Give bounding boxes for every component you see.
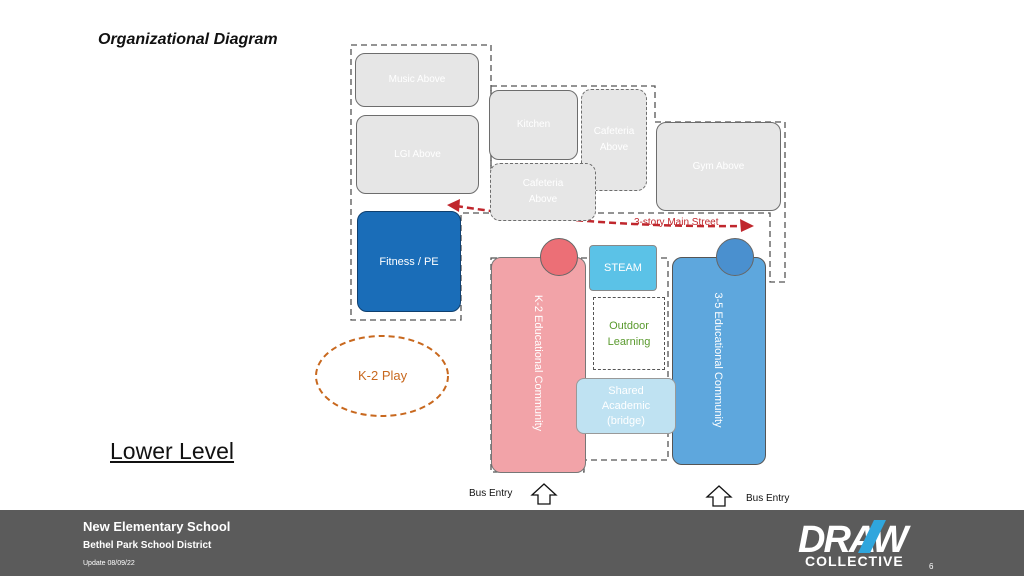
footer-bar [0,510,1024,576]
room-gym-label: Gym Above [692,160,745,172]
room-music-label: Music Above [388,74,446,85]
g35-community-label: 3-5 Educational Community [712,292,724,428]
k2-circle [540,238,578,276]
room-cafeteria-lower[interactable]: Cafeteria Above [490,163,596,221]
level-label: Lower Level [110,438,235,464]
main-street-arrowhead-left [447,199,460,212]
bus-entry-right-label: Bus Entry [746,493,790,504]
room-music[interactable]: Music Above [355,53,479,107]
room-kitchen[interactable]: Kitchen [489,90,578,160]
room-cafeteria-right-label: Cafeteria Above [593,126,635,153]
bus-entry-left-arrow [530,483,558,505]
room-lgi[interactable]: LGI Above [356,115,479,194]
k2-play-label: K-2 Play [358,368,408,383]
draw-logo-accent [858,520,886,553]
g35-circle [716,238,754,276]
footer-update-date: Update 08/09/22 [83,560,135,567]
draw-logo: DRAW [798,519,912,556]
bus-entry-right-arrow [705,485,733,507]
room-gym[interactable]: Gym Above [656,122,781,211]
main-street-label: 3-story Main Street [634,217,719,228]
draw-logo-wordmark: DRAW [798,519,911,556]
room-outdoor-label: Outdoor Learning [607,319,651,348]
outline-west-wing [350,44,492,321]
footer-school-name: New Elementary School [83,519,231,534]
room-shared-academic-label: Shared Academic (bridge) [601,384,651,427]
room-fitness-label: Fitness / PE [379,255,439,268]
bus-entry-left-label: Bus Entry [469,488,513,499]
room-kitchen-label: Kitchen [516,119,551,130]
k2-community[interactable] [491,257,586,473]
k2-play-area [315,335,449,417]
room-outdoor[interactable]: Outdoor Learning [593,297,665,370]
k2-community-label: K-2 Educational Community [532,294,544,432]
room-lgi-label: LGI Above [394,148,441,160]
g35-community[interactable] [672,257,766,465]
room-steam-label: STEAM [604,262,642,274]
room-cafeteria-lower-label: Cafeteria Above [522,178,564,205]
main-street-arrowhead-right [740,219,754,232]
room-fitness[interactable]: Fitness / PE [357,211,461,312]
draw-logo-collective: COLLECTIVE [805,553,904,569]
room-steam[interactable]: STEAM [589,245,657,291]
footer-district-name: Bethel Park School District [83,540,212,551]
page-number: 6 [929,562,934,571]
page-title: Organizational Diagram [98,31,278,48]
room-shared-academic[interactable]: Shared Academic (bridge) [576,378,676,434]
